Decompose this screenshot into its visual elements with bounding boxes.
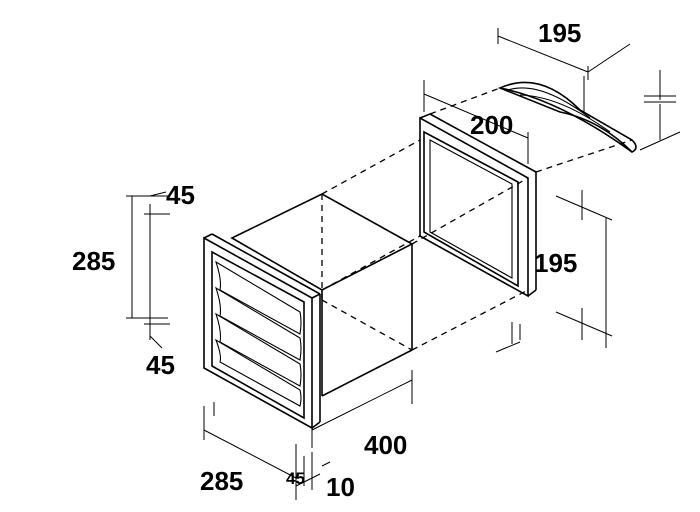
label-flange-depth: 45 [286,469,305,488]
dim-bottom: 400 285 45 10 [200,370,413,502]
label-grille-height: 285 [72,246,115,276]
dim-195-top: 195 [497,18,631,112]
dim-200: 200 [423,80,529,164]
dim-195-right: 195 [495,190,613,353]
dim-285-left: 285 45 45 [72,180,195,380]
label-duct-length: 400 [364,430,407,460]
label-top-cap-width: 195 [538,18,581,48]
frame-plate [419,113,537,298]
label-flange-thickness: 10 [326,472,355,502]
alignment-lines [321,87,633,351]
label-grille-width: 285 [200,466,243,496]
label-grille-top-margin: 45 [166,180,195,210]
label-grille-bottom-margin: 45 [146,350,175,380]
louver-grille [203,233,321,430]
dim-cap-side [639,70,681,151]
hood-cap [497,81,637,153]
label-frame-width: 200 [470,110,513,140]
label-frame-height: 195 [534,248,577,278]
